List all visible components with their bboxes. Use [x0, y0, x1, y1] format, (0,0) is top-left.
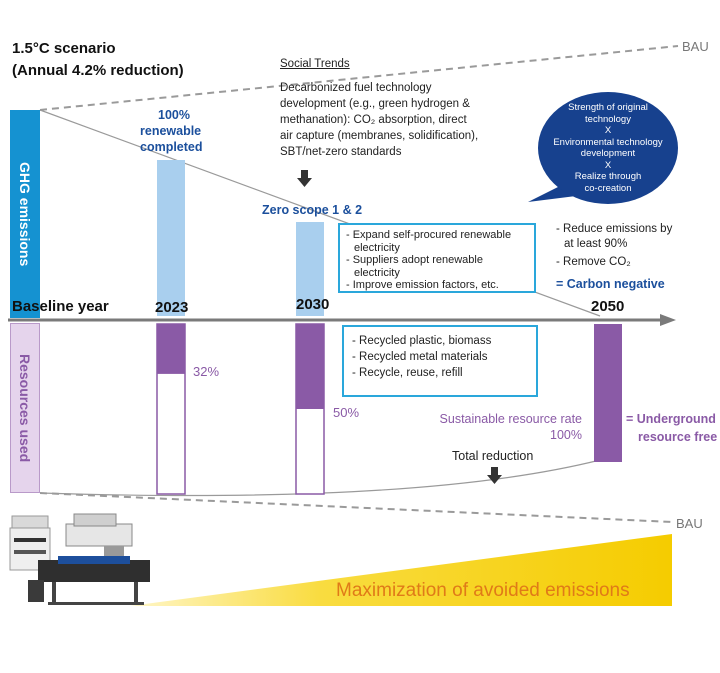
- reduce-emissions-list: - Reduce emissions by at least 90% - Rem…: [556, 222, 672, 270]
- baseline-year-label: Baseline year: [12, 298, 109, 315]
- resources-used-band: Resources used: [10, 323, 40, 493]
- sustainable-line-2: 100%: [550, 428, 582, 442]
- co-creation-bubble: Strength of original technology X Enviro…: [538, 92, 678, 204]
- ghg-action-item: - Improve emission factors, etc.: [346, 279, 499, 291]
- renewable-line: 100%: [158, 108, 190, 122]
- resource-action-item: - Recycle, reuse, refill: [352, 367, 463, 379]
- ghg-bar-2023: [157, 160, 185, 316]
- scenario-line-1: 1.5°C scenario: [12, 40, 116, 57]
- resource-action-item: - Recycled metal materials: [352, 351, 488, 363]
- ghg-action-item: - Expand self-procured renewable: [346, 229, 512, 241]
- timeline-arrowhead: [660, 314, 676, 326]
- social-trends-line: development (e.g., green hydrogen &: [280, 98, 470, 110]
- bubble-line: Realize through: [574, 171, 642, 182]
- social-trends-line: methanation): CO₂ absorption, direct: [280, 114, 467, 126]
- resource-curve: [39, 459, 601, 497]
- social-trends-line: SBT/net-zero standards: [280, 146, 402, 158]
- ghg-action-item: - Suppliers adopt renewable: [346, 254, 483, 266]
- avoided-emissions-wedge: [130, 534, 672, 606]
- ghg-actions-box: - Expand self-procured renewable electri…: [338, 223, 536, 293]
- resources-used-label: Resources used: [17, 353, 33, 463]
- social-trends-heading: Social Trends: [280, 58, 350, 70]
- bubble-line: Strength of original: [568, 102, 648, 113]
- printer-products-illustration: [9, 513, 150, 605]
- bubble-line: technology: [585, 113, 631, 125]
- social-trends: Social Trends Decarbonized fuel technolo…: [280, 56, 525, 160]
- bubble-line: development: [580, 148, 636, 159]
- resource-bar-2050-fill: [594, 324, 622, 462]
- bau-label-top: BAU: [682, 39, 709, 54]
- underground-line-2: resource free: [638, 430, 718, 444]
- total-reduction-arrow-icon: [487, 467, 502, 484]
- year-2050-label: 2050: [591, 298, 625, 315]
- bau-line-top: [39, 45, 679, 111]
- resource-bar-2023-fill: [157, 324, 185, 374]
- bubble-line: co-creation: [584, 182, 632, 194]
- reduce-item: - Remove CO₂: [556, 256, 631, 268]
- sustainable-resource-rate: Sustainable resource rate 100%: [410, 411, 582, 443]
- year-2023-label: 2023: [155, 299, 189, 316]
- scenario-line-2: (Annual 4.2% reduction): [12, 62, 184, 79]
- year-2030-label: 2030: [296, 296, 330, 313]
- bau-line-bottom: [39, 492, 673, 523]
- underground-resource-free: = Underground resource free: [626, 410, 717, 446]
- bubble-line: Environmental technology: [553, 136, 663, 148]
- total-reduction-label: Total reduction: [452, 449, 534, 463]
- ghg-action-item: electricity: [354, 266, 400, 279]
- ghg-action-item: electricity: [354, 241, 400, 254]
- resource-actions-box: - Recycled plastic, biomass - Recycled m…: [342, 325, 538, 397]
- bubble-line: X: [604, 125, 612, 136]
- resource-pct-2030: 50%: [333, 405, 360, 420]
- ghg-emissions-band: GHG emissions: [10, 110, 40, 318]
- reduce-item: at least 90%: [564, 238, 628, 250]
- social-trends-line: Decarbonized fuel technology: [280, 82, 432, 94]
- renewable-completed-label: 100% renewable completed: [140, 107, 244, 155]
- resource-pct-2023: 32%: [193, 364, 220, 379]
- renewable-line: renewable: [140, 124, 202, 138]
- bau-label-bottom: BAU: [676, 516, 703, 531]
- reduce-item: - Reduce emissions by: [556, 223, 673, 235]
- scenario-title: 1.5°C scenario (Annual 4.2% reduction): [12, 38, 184, 82]
- carbon-negative-label: = Carbon negative: [556, 277, 665, 291]
- bubble-line: X: [604, 159, 612, 171]
- sustainable-line-1: Sustainable resource rate: [439, 412, 582, 426]
- zero-scope-label: Zero scope 1 & 2: [262, 203, 363, 217]
- resource-bar-2030-fill: [296, 324, 324, 409]
- ghg-emissions-label: GHG emissions: [17, 161, 33, 267]
- renewable-line: completed: [140, 140, 203, 154]
- down-arrow-icon: [297, 170, 312, 187]
- ghg-bar-2030: [296, 222, 324, 316]
- social-trends-line: air capture (membranes, solidification),: [280, 130, 479, 142]
- resource-action-item: - Recycled plastic, biomass: [352, 335, 492, 347]
- avoided-emissions-label: Maximization of avoided emissions: [336, 580, 630, 601]
- underground-line-1: = Underground: [626, 412, 716, 426]
